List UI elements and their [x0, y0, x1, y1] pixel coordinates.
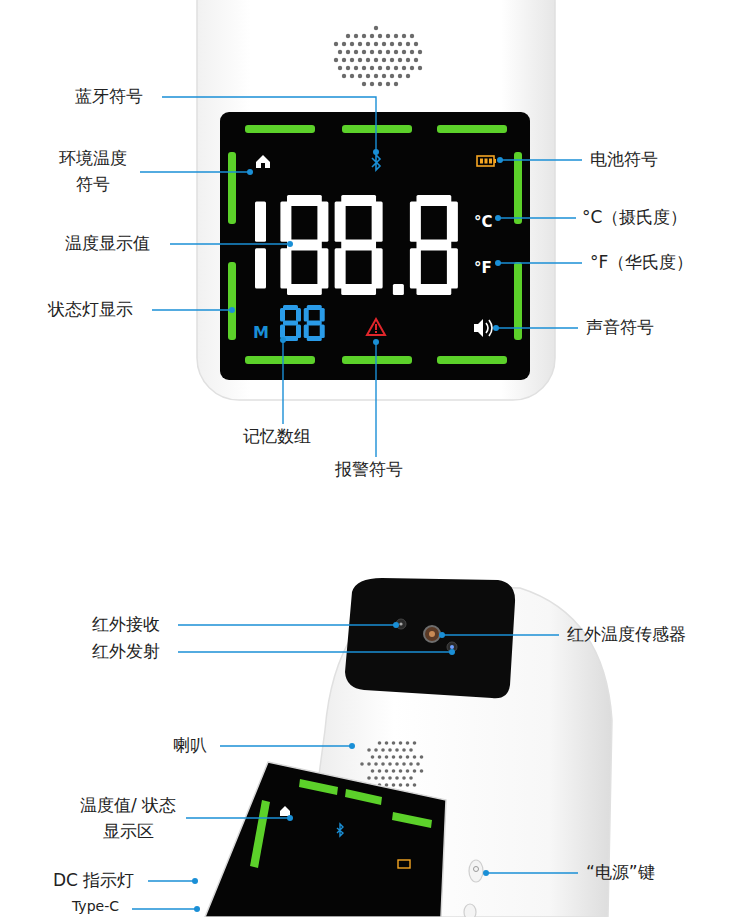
device-body	[197, 0, 555, 400]
leader-line	[500, 159, 582, 160]
leader-dot	[393, 622, 399, 628]
speaker-grille	[334, 26, 422, 86]
leader-line	[148, 880, 195, 881]
leader-dot	[373, 149, 379, 155]
leader-line	[282, 340, 283, 424]
callout-label: Type-C	[72, 896, 119, 917]
callout-label: 喇叭	[173, 733, 207, 759]
callout-label: 电池符号	[590, 147, 658, 173]
leader-dot	[349, 743, 355, 749]
leader-line	[178, 651, 452, 652]
callout-label: 声音符号	[586, 315, 654, 341]
leader-dot	[493, 325, 499, 331]
leader-line	[186, 817, 290, 818]
leader-line	[496, 327, 578, 328]
callout-label: DC 指示灯	[53, 868, 134, 894]
leader-line	[162, 97, 376, 152]
callout-label: 报警符号	[335, 457, 403, 483]
status-lights	[250, 779, 432, 868]
leader-line	[152, 309, 232, 310]
bluetooth-icon	[372, 155, 380, 170]
leader-dot	[495, 215, 501, 221]
sound-icon	[474, 319, 492, 337]
leader-dot	[497, 157, 503, 163]
callout-label: “电源”键	[586, 860, 655, 886]
speaker-grille	[360, 741, 423, 787]
leader-line	[140, 171, 250, 172]
callout-label: 状态灯显示	[48, 297, 133, 323]
sensor-head	[345, 578, 515, 698]
segment-digits	[280, 305, 325, 341]
leader-dot	[229, 307, 235, 313]
callout-label: °C（摄氏度）	[582, 205, 687, 231]
battery-icon	[477, 156, 496, 166]
leader-dot	[194, 906, 200, 912]
display-symbol: M	[253, 324, 269, 342]
callout-label: °F（华氏度）	[590, 250, 693, 276]
callout-label: 温度值/ 状态显示区	[76, 793, 180, 844]
leader-dot	[280, 337, 286, 343]
leader-line	[498, 217, 576, 218]
leader-dot	[483, 870, 489, 876]
leader-line	[220, 745, 352, 746]
leader-dot	[449, 649, 455, 655]
leader-dot	[192, 878, 198, 884]
leader-line	[486, 872, 578, 873]
leader-dot	[439, 632, 445, 638]
display-screen	[205, 762, 446, 917]
callout-label: 红外接收	[92, 612, 160, 638]
display-symbol: °C	[474, 214, 493, 231]
leader-dot	[287, 815, 293, 821]
display-screen	[220, 112, 530, 380]
leader-dot	[247, 169, 253, 175]
leader-dot	[373, 339, 379, 345]
callout-label: 记忆数组	[243, 424, 311, 450]
leader-line	[178, 624, 396, 625]
callout-label: 温度显示值	[65, 231, 150, 257]
leader-line	[375, 342, 376, 457]
alert-icon	[367, 319, 385, 335]
leader-line	[132, 908, 197, 909]
callout-label: 红外温度传感器	[567, 622, 686, 648]
callout-label: 环境温度 符号	[51, 146, 135, 197]
leader-dot	[287, 241, 293, 247]
power-button	[469, 860, 483, 882]
callout-label: 红外发射	[92, 639, 160, 665]
home-icon	[256, 155, 270, 168]
leader-line	[442, 634, 559, 635]
display-symbol: °F	[474, 260, 492, 277]
callout-label: 蓝牙符号	[75, 84, 143, 110]
leader-line	[498, 262, 582, 263]
leader-line	[170, 243, 290, 244]
leader-dot	[495, 260, 501, 266]
segment-digits	[255, 195, 458, 295]
